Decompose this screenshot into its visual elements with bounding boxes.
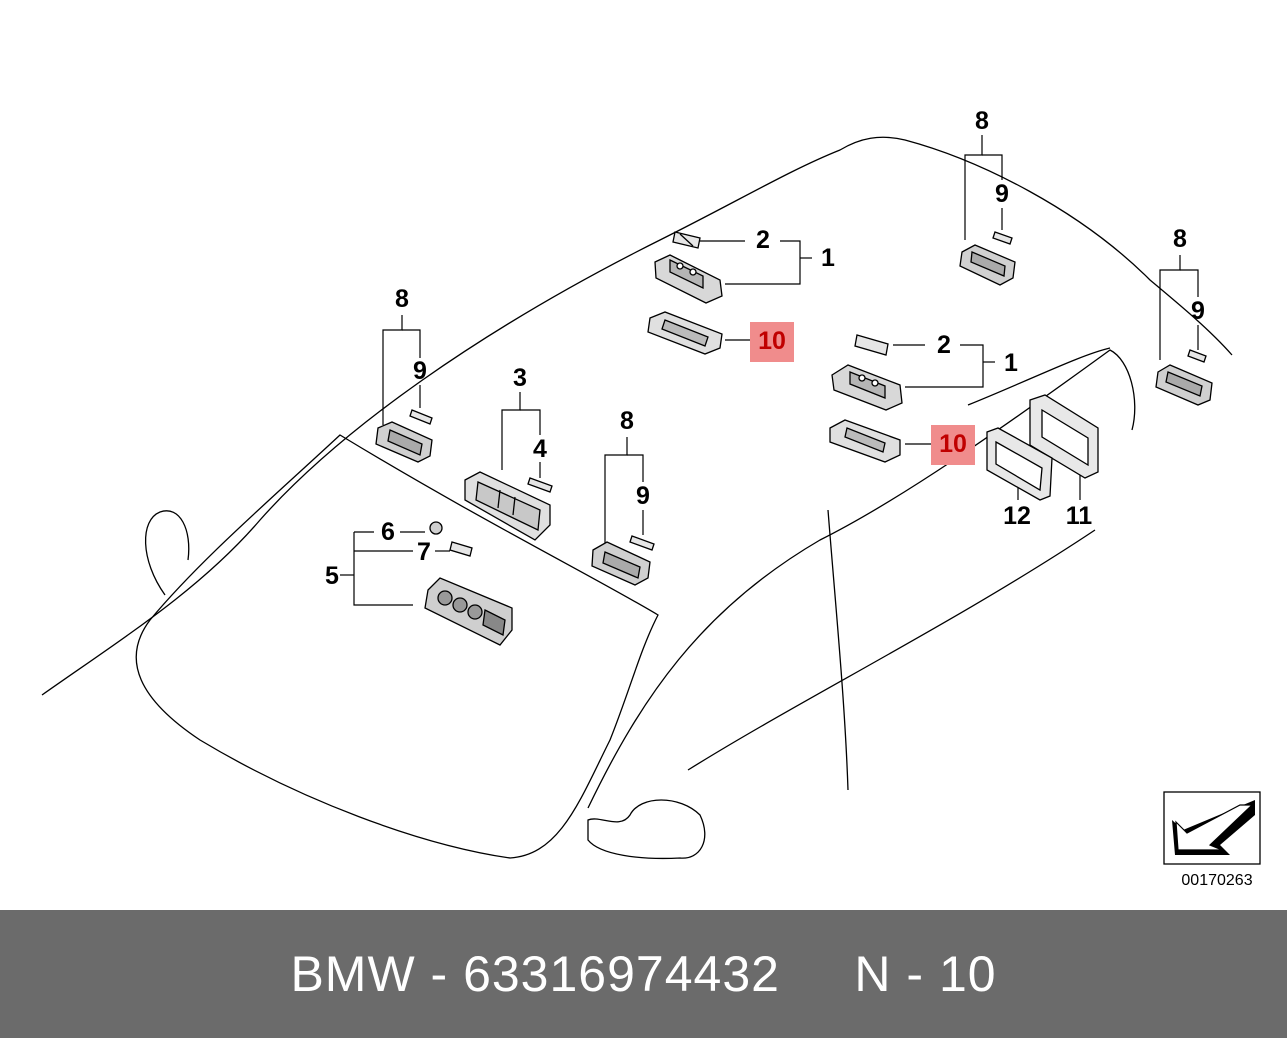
- callout-10-upper: 10: [758, 327, 786, 355]
- bulb-middle: [629, 535, 655, 551]
- leader-lines: [340, 135, 1199, 606]
- highlight-box-10-upper: [750, 322, 794, 362]
- callout-8-top-right: 8: [975, 107, 989, 135]
- callout-6: 6: [381, 518, 395, 546]
- footer-bar: BMW - 63316974432 N - 10: [0, 910, 1287, 1038]
- lens-part-10-lower: [829, 419, 901, 463]
- frame-part-11: [1029, 394, 1099, 479]
- bulb-top-right: [992, 231, 1013, 245]
- callout-3: 3: [513, 364, 527, 392]
- callout-5: 5: [325, 562, 339, 590]
- bulb-part-4: [527, 477, 553, 493]
- reading-light-middle: [591, 541, 651, 586]
- callout-8-middle: 8: [620, 407, 634, 435]
- callout-9-left: 9: [413, 357, 427, 385]
- reading-light-far-right: [1155, 364, 1213, 406]
- callout-1-upper: 1: [821, 244, 835, 272]
- car-roof-outline: [41, 136, 1233, 860]
- lens-part-10-upper: [647, 311, 723, 355]
- callout-11: 11: [1066, 502, 1093, 530]
- callout-12: 12: [1003, 502, 1031, 530]
- interior-light-part-1-upper: [654, 254, 723, 304]
- callout-1-lower: 1: [1004, 349, 1018, 377]
- callout-2-upper: 2: [756, 226, 770, 254]
- callout-4: 4: [533, 435, 547, 463]
- socket-part-6: [429, 521, 443, 535]
- reading-light-left: [375, 421, 433, 463]
- part-number-caption: BMW - 63316974432 N - 10: [290, 946, 997, 1002]
- callout-8-left: 8: [395, 285, 409, 313]
- bulb-part-2-lower: [854, 334, 889, 356]
- callout-8-far-right: 8: [1173, 225, 1187, 253]
- diagram-number: 00170263: [1181, 872, 1252, 889]
- parts-diagram: 2 1 10 2 1 10 8 9 8 9 8 9 3 4 8 9 6 7 5 …: [41, 107, 1261, 889]
- interior-light-part-1-lower: [831, 364, 903, 411]
- bulb-far-right: [1187, 349, 1207, 363]
- frame-part-12: [986, 427, 1053, 501]
- reading-light-top-right: [959, 244, 1016, 286]
- bulb-left: [409, 409, 433, 425]
- highlight-box-10-lower: [931, 425, 975, 465]
- front-light-part-5: [424, 577, 513, 646]
- callout-10-lower: 10: [939, 430, 967, 458]
- parts: [375, 231, 1213, 646]
- bulb-part-2-upper: [672, 231, 701, 249]
- callout-7: 7: [417, 538, 431, 566]
- bulb-part-7: [449, 541, 473, 557]
- callout-9-middle: 9: [636, 482, 650, 510]
- callout-9-far-right: 9: [1191, 297, 1205, 325]
- orientation-arrow-icon: [1163, 791, 1261, 865]
- console-part-3: [464, 471, 551, 541]
- callout-2-lower: 2: [937, 331, 951, 359]
- callout-9-top-right: 9: [995, 180, 1009, 208]
